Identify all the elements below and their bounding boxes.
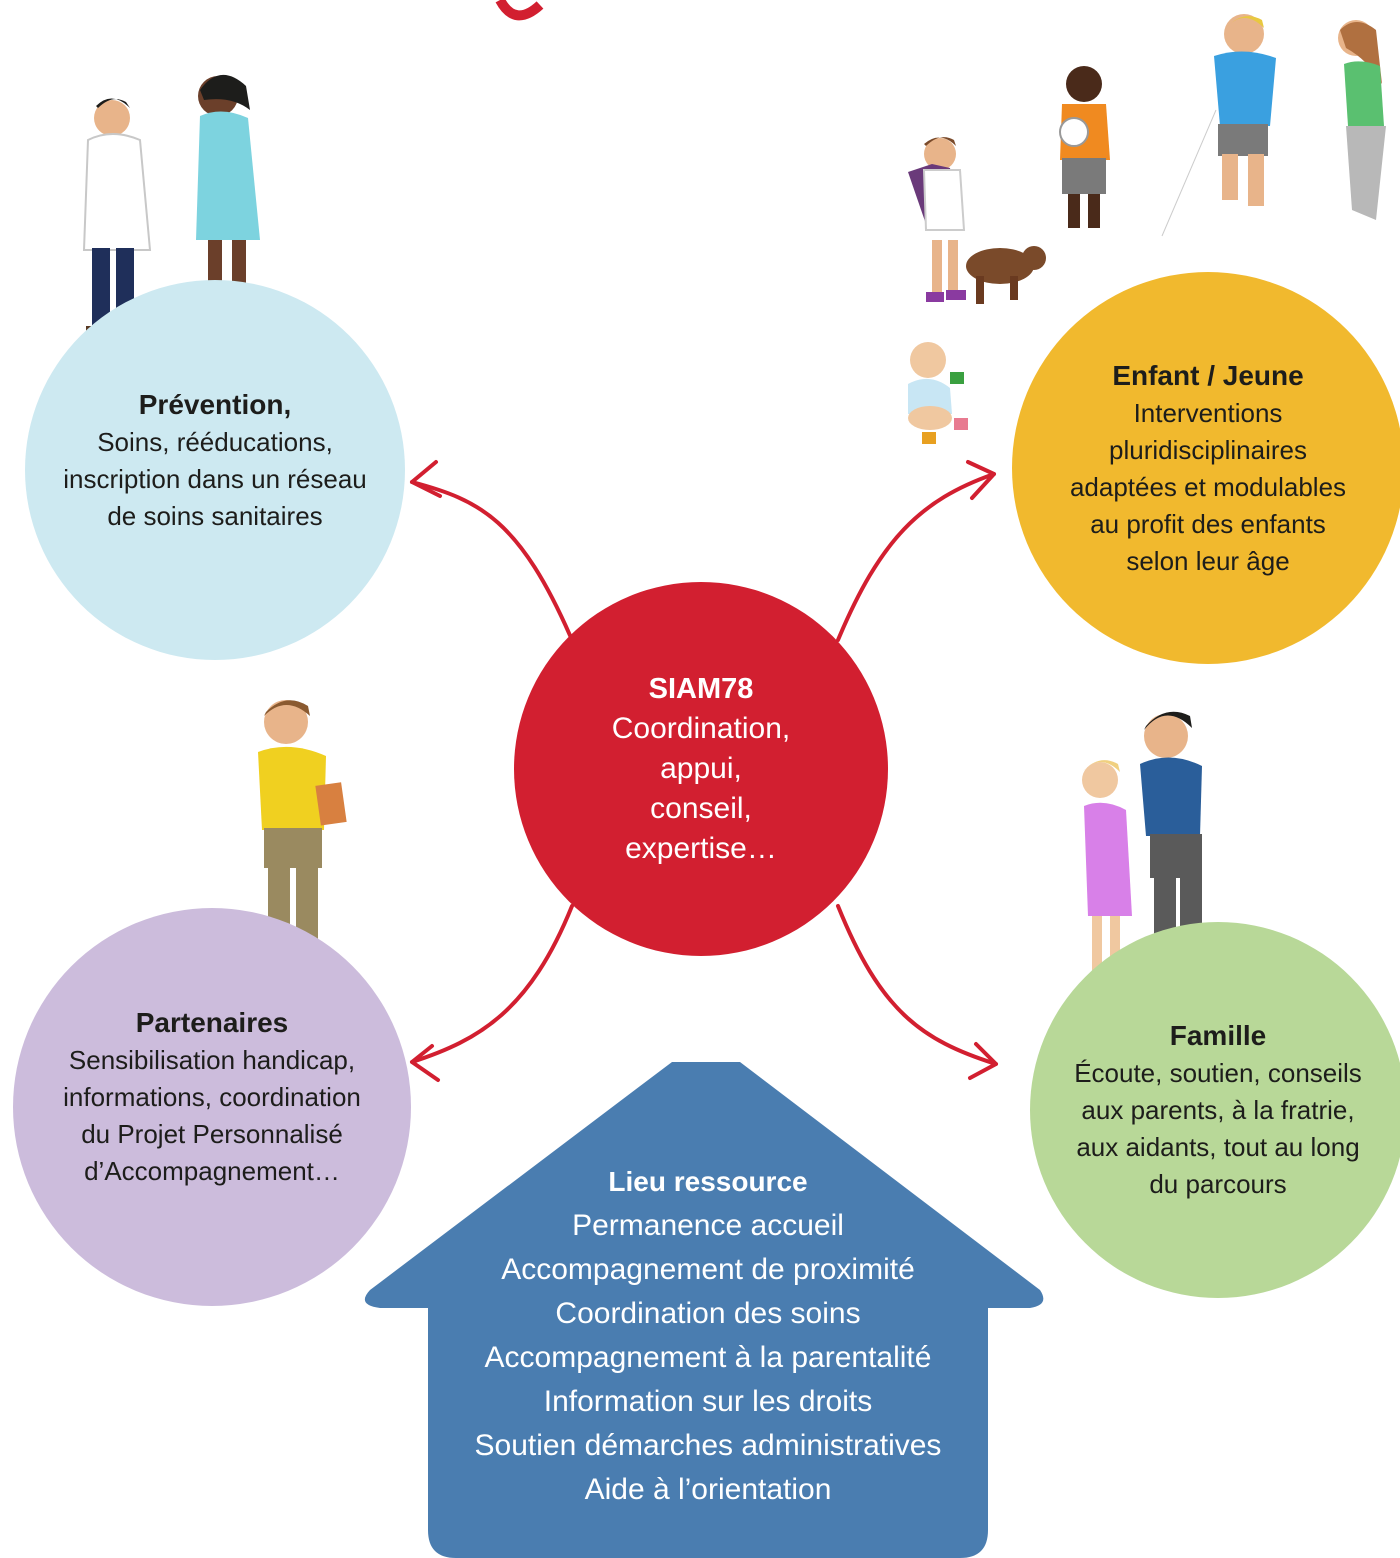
prevention-line: Soins, rééducations, xyxy=(97,426,333,457)
center-line: conseil, xyxy=(650,792,752,825)
house-line: Permanence accueil xyxy=(572,1209,844,1242)
partenaires-line: du Projet Personnalisé xyxy=(81,1119,343,1149)
center-line: appui, xyxy=(660,752,742,785)
enfant-title: Enfant / Jeune xyxy=(1112,359,1304,391)
center-title: SIAM78 xyxy=(648,673,754,705)
enfant-line: au profit des enfants xyxy=(1090,508,1326,539)
center-line: expertise… xyxy=(625,832,777,865)
house-line: Coordination des soins xyxy=(555,1297,861,1330)
arrow-to-enfant xyxy=(836,472,996,642)
arrowhead-famille xyxy=(968,1042,998,1080)
house-line: Aide à l’orientation xyxy=(584,1473,832,1506)
arrow-to-prevention xyxy=(410,480,574,642)
prevention-line: inscription dans un réseau xyxy=(63,463,367,494)
partenaires-line: Sensibilisation handicap, xyxy=(68,1045,356,1075)
top-partial-glyph xyxy=(495,0,544,21)
prevention-line: de soins sanitaires xyxy=(107,500,323,531)
circle-partenaires: Partenaires Sensibilisation handicap, in… xyxy=(13,908,411,1306)
arrowhead-partenaires xyxy=(410,1044,440,1082)
famille-line: du parcours xyxy=(1149,1169,1287,1199)
circle-siam78-center: SIAM78 Coordination, appui, conseil, exp… xyxy=(514,582,888,956)
partenaires-line: informations, coordination xyxy=(63,1082,361,1112)
doctor-nurse-illustration xyxy=(82,74,260,342)
enfant-line: adaptées et modulables xyxy=(1069,471,1347,502)
enfant-line: pluridisciplinaires xyxy=(1109,434,1307,465)
enfant-line: Interventions xyxy=(1133,397,1283,428)
house-title: Lieu ressource xyxy=(608,1166,808,1197)
arrow-to-partenaires xyxy=(410,904,574,1064)
baby-illustration xyxy=(908,342,968,444)
arrowhead-prevention xyxy=(410,460,442,498)
prevention-title: Prévention, xyxy=(138,388,292,420)
circle-enfant-jeune: Enfant / Jeune Interventions pluridiscip… xyxy=(1012,272,1400,664)
arrowhead-enfant xyxy=(966,460,996,500)
circle-famille: Famille Écoute, soutien, conseils aux pa… xyxy=(1030,922,1400,1298)
house-line: Soutien démarches administratives xyxy=(474,1429,942,1462)
circle-prevention: Prévention, Soins, rééducations, inscrip… xyxy=(25,280,405,660)
famille-title: Famille xyxy=(1169,1020,1267,1051)
house-line: Accompagnement à la parentalité xyxy=(484,1341,932,1374)
partenaires-title: Partenaires xyxy=(135,1007,289,1038)
enfant-line: selon leur âge xyxy=(1126,545,1290,576)
children-dog-blind-man-illustration xyxy=(908,14,1386,304)
arrow-to-famille xyxy=(836,904,998,1066)
house-line: Information sur les droits xyxy=(543,1385,873,1418)
partenaires-line: d’Accompagnement… xyxy=(84,1156,340,1186)
house-line: Accompagnement de proximité xyxy=(501,1253,915,1286)
famille-line: aux parents, à la fratrie, xyxy=(1081,1095,1355,1125)
house-shape xyxy=(364,1062,1044,1558)
famille-line: aux aidants, tout au long xyxy=(1076,1132,1360,1162)
center-line: Coordination, xyxy=(611,712,791,745)
couple-illustration xyxy=(1082,711,1220,994)
house-lieu-ressource: Lieu ressource Permanence accueil Accomp… xyxy=(390,1160,1026,1512)
famille-line: Écoute, soutien, conseils xyxy=(1074,1058,1362,1088)
